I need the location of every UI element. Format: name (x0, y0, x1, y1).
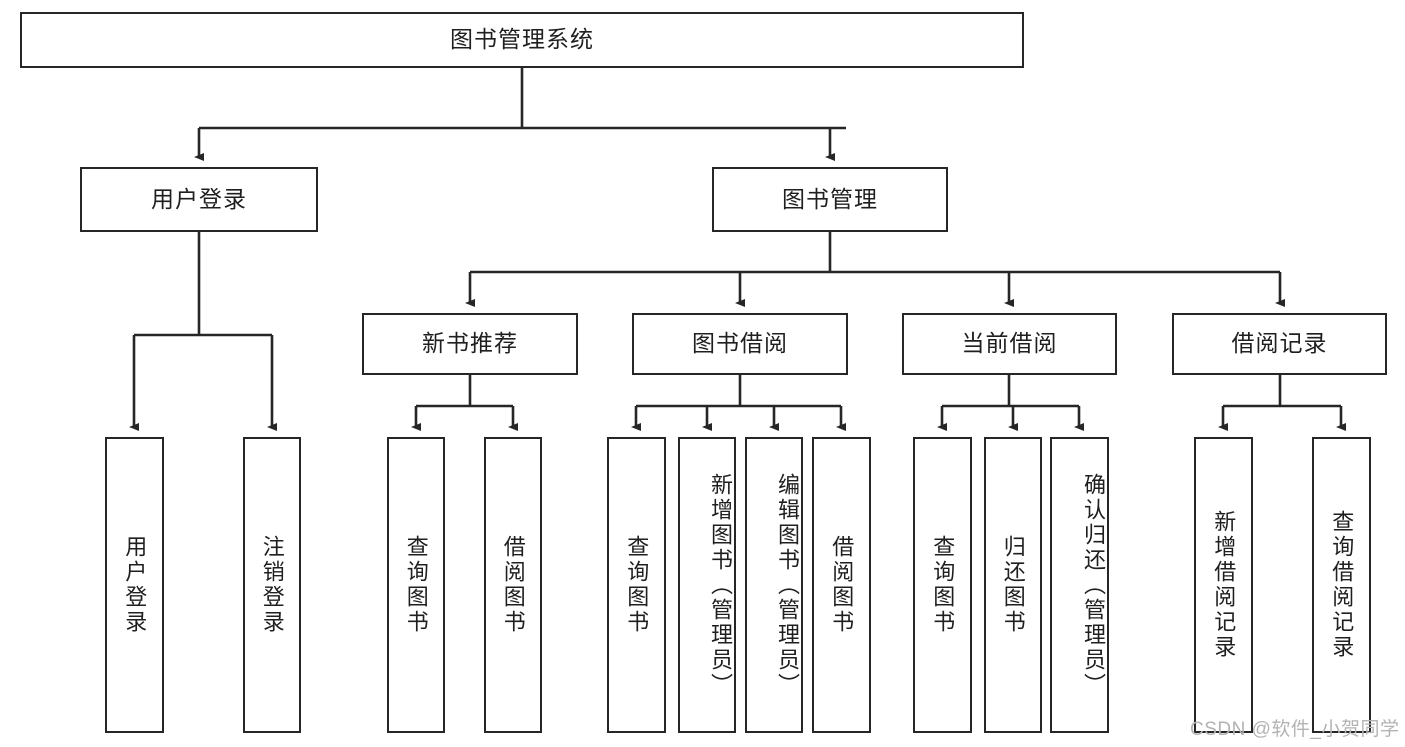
leaf-label: 注销登录 (259, 535, 285, 635)
leaf-label: 查询借阅记录 (1329, 510, 1355, 660)
node-book-borrow[interactable]: 图书借阅 (632, 313, 848, 375)
leaf-logout[interactable]: 注销登录 (243, 437, 301, 733)
leaf-label: 确认归还（管理员） (1081, 472, 1106, 698)
leaf-user-login[interactable]: 用户登录 (105, 437, 164, 733)
leaf-query-book-recommend[interactable]: 查询图书 (387, 437, 445, 733)
leaf-query-book-current[interactable]: 查询图书 (913, 437, 972, 733)
node-current-borrow-label: 当前借阅 (961, 330, 1058, 357)
csdn-watermark: CSDN @软件_小贺同学 (1190, 714, 1399, 741)
leaf-query-book-borrow[interactable]: 查询图书 (607, 437, 666, 733)
node-new-book-recommend-label: 新书推荐 (422, 330, 518, 357)
node-user-login-label: 用户登录 (151, 185, 247, 212)
leaf-label: 查询图书 (930, 535, 956, 635)
node-borrow-record-label: 借阅记录 (1231, 330, 1328, 357)
leaf-label: 查询图书 (624, 535, 650, 635)
leaf-label: 用户登录 (122, 535, 148, 635)
leaf-label: 新增图书（管理员） (708, 472, 733, 698)
node-book-management-label: 图书管理 (782, 185, 878, 212)
leaf-label: 归还图书 (1000, 535, 1026, 635)
node-book-borrow-label: 图书借阅 (692, 330, 788, 357)
leaf-return-book[interactable]: 归还图书 (984, 437, 1042, 733)
leaf-confirm-return-admin[interactable]: 确认归还（管理员） (1050, 437, 1109, 733)
leaf-label: 借阅图书 (829, 535, 855, 635)
leaf-add-borrow-record[interactable]: 新增借阅记录 (1194, 437, 1253, 733)
leaf-label: 编辑图书（管理员） (775, 472, 800, 698)
leaf-query-borrow-record[interactable]: 查询借阅记录 (1312, 437, 1371, 733)
leaf-label: 借阅图书 (500, 535, 526, 635)
node-book-management[interactable]: 图书管理 (712, 167, 948, 232)
node-new-book-recommend[interactable]: 新书推荐 (362, 313, 578, 375)
node-root[interactable]: 图书管理系统 (20, 12, 1024, 68)
node-root-label: 图书管理系统 (450, 26, 594, 53)
leaf-edit-book-admin[interactable]: 编辑图书（管理员） (745, 437, 803, 733)
leaf-borrow-book-recommend[interactable]: 借阅图书 (484, 437, 542, 733)
node-borrow-record[interactable]: 借阅记录 (1172, 313, 1387, 375)
watermark-text: CSDN @软件_小贺同学 (1190, 719, 1400, 740)
node-current-borrow[interactable]: 当前借阅 (902, 313, 1117, 375)
node-user-login[interactable]: 用户登录 (80, 167, 318, 232)
leaf-borrow-book[interactable]: 借阅图书 (812, 437, 871, 733)
leaf-add-book-admin[interactable]: 新增图书（管理员） (678, 437, 736, 733)
leaf-label: 新增借阅记录 (1211, 510, 1237, 660)
leaf-label: 查询图书 (403, 535, 429, 635)
